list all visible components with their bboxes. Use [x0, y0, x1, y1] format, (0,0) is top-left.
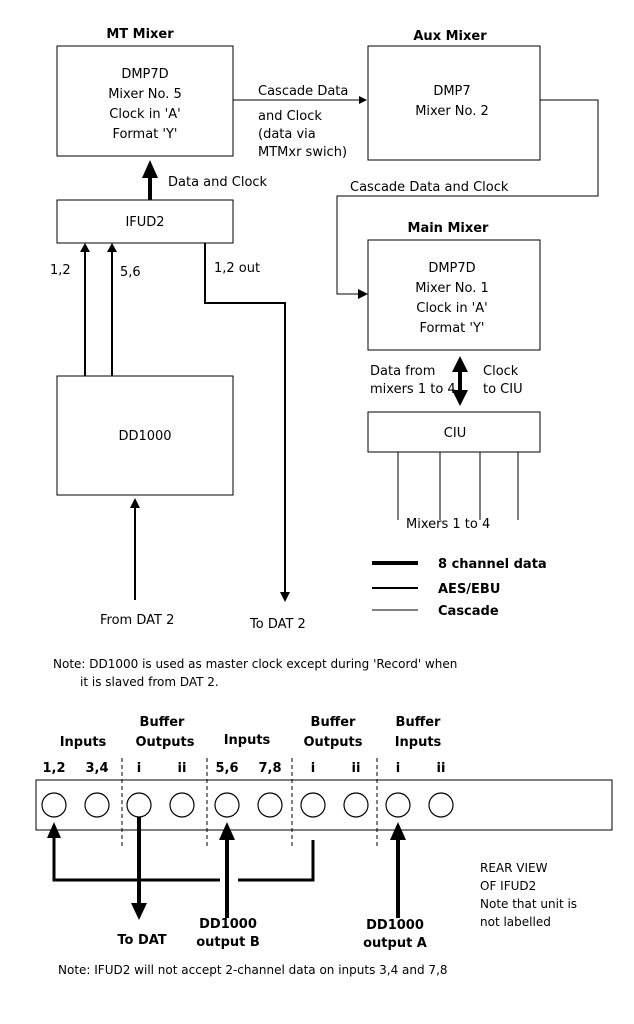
- jack-label: ii: [352, 761, 361, 776]
- data-clock-arrowhead: [142, 160, 158, 178]
- panel-group-header: Buffer: [140, 715, 186, 730]
- main-ciu-arrowhead-down: [452, 390, 468, 406]
- mt-mixer-line: Mixer No. 5: [108, 87, 182, 102]
- legend-label: AES/EBU: [438, 582, 500, 597]
- legend-label: 8 channel data: [438, 557, 547, 572]
- panel-wire: [238, 840, 315, 882]
- main-mixer-line: DMP7D: [428, 261, 475, 276]
- input-label: 1,2: [50, 263, 71, 278]
- clock-to-label: Clock: [483, 364, 519, 379]
- ifud2-out-arrowhead: [280, 592, 290, 602]
- ciu-label: CIU: [444, 426, 466, 441]
- mt-mixer-box: [56, 45, 234, 157]
- aux-mixer-title: Aux Mixer: [413, 29, 487, 44]
- rear-view-note: Note that unit is: [480, 897, 577, 911]
- dd1000-a-arrowhead: [390, 822, 406, 840]
- cascade-aux-main-label: Cascade Data and Clock: [350, 180, 509, 195]
- dd1000-b-arrowhead: [219, 822, 235, 840]
- mt-mixer-line: Clock in 'A': [109, 107, 180, 122]
- cascade-mt-aux-label: Cascade Data: [258, 84, 348, 99]
- jack-input-3-4: [84, 792, 110, 818]
- dd1000-b-label: DD1000: [199, 917, 257, 932]
- rear-view-note: OF IFUD2: [480, 879, 536, 893]
- jack-input-7-8: [257, 792, 283, 818]
- main-mixer-line: Format 'Y': [419, 321, 484, 336]
- rear-view-note: REAR VIEW: [480, 861, 548, 875]
- panel-wire-arrowhead: [47, 822, 61, 838]
- panel-to-dat-label: To DAT: [117, 933, 166, 948]
- jack-buffer-out-ii: [343, 792, 369, 818]
- aux-mixer-line: Mixer No. 2: [415, 104, 489, 119]
- to-dat-label: To DAT 2: [249, 617, 306, 632]
- jack-label: 3,4: [85, 761, 108, 776]
- jack-label: 5,6: [215, 761, 238, 776]
- legend-label: Cascade: [438, 604, 499, 619]
- panel-group-header: Buffer: [396, 715, 442, 730]
- from-dat-label: From DAT 2: [100, 613, 174, 628]
- ifud2-label: IFUD2: [125, 215, 164, 230]
- aux-mixer-box: [367, 45, 541, 161]
- data-clock-label: Data and Clock: [168, 175, 268, 190]
- jack-label: ii: [178, 761, 187, 776]
- ifud2-box: [56, 199, 234, 244]
- data-from-label: mixers 1 to 4: [370, 382, 456, 397]
- cascade-mt-aux-label: MTMxr swich): [258, 145, 347, 160]
- dd1000-label: DD1000: [118, 429, 171, 444]
- data-from-label: Data from: [370, 364, 435, 379]
- mt-mixer-title: MT Mixer: [106, 27, 174, 42]
- to-dat-arrowhead: [131, 903, 147, 920]
- main-mixer-box: [367, 239, 541, 351]
- clock-to-label: to CIU: [483, 382, 523, 397]
- dd1000-to-ifud2-arrowhead: [80, 243, 90, 252]
- dd1000-b-label: output B: [196, 935, 260, 950]
- note-2: Note: IFUD2 will not accept 2-channel da…: [58, 963, 448, 977]
- mt-mixer-line: Format 'Y': [112, 127, 177, 142]
- ciu-box: [367, 411, 541, 453]
- cascade-aux-main-line: [336, 99, 599, 295]
- mixers-label: Mixers 1 to 4: [406, 517, 490, 532]
- main-mixer-title: Main Mixer: [408, 221, 490, 236]
- panel-group-header: Inputs: [395, 735, 442, 750]
- output-label: 1,2 out: [214, 261, 260, 276]
- jack-buffer-in-ii: [428, 792, 454, 818]
- panel-wire: [52, 826, 220, 882]
- note-1: it is slaved from DAT 2.: [80, 675, 219, 689]
- jack-input-5-6: [214, 792, 240, 818]
- dd1000-a-label: output A: [363, 936, 427, 951]
- note-1: Note: DD1000 is used as master clock exc…: [53, 657, 457, 671]
- jack-buffer-out-i: [126, 792, 152, 818]
- panel-group-header: Outputs: [135, 735, 194, 750]
- main-mixer-line: Clock in 'A': [416, 301, 487, 316]
- jack-label: 7,8: [258, 761, 281, 776]
- jack-label: 1,2: [42, 761, 65, 776]
- from-dat-arrowhead: [130, 498, 140, 508]
- cascade-mt-aux-label: and Clock: [258, 109, 322, 124]
- cascade-mt-aux-label: (data via: [258, 127, 316, 142]
- rear-view-note: not labelled: [480, 915, 551, 929]
- jack-label: i: [137, 761, 141, 776]
- main-ciu-arrowhead-up: [452, 356, 468, 372]
- dd1000-to-ifud2-arrowhead: [107, 243, 117, 252]
- cascade-aux-main-arrowhead: [358, 289, 368, 299]
- dd1000-a-label: DD1000: [366, 918, 424, 933]
- jack-label: ii: [437, 761, 446, 776]
- jack-buffer-in-i: [385, 792, 411, 818]
- jack-label: i: [396, 761, 400, 776]
- jack-input-1-2: [41, 792, 67, 818]
- panel-group-header: Inputs: [224, 733, 271, 748]
- aux-mixer-line: DMP7: [433, 84, 470, 99]
- ifud2-out-line: [204, 243, 286, 595]
- mt-mixer-line: DMP7D: [121, 67, 168, 82]
- input-label: 5,6: [120, 265, 141, 280]
- jack-buffer-out-i: [300, 792, 326, 818]
- panel-group-header: Outputs: [303, 735, 362, 750]
- dd1000-box: [56, 375, 234, 496]
- jack-label: i: [311, 761, 315, 776]
- panel-group-header: Buffer: [311, 715, 357, 730]
- main-mixer-line: Mixer No. 1: [415, 281, 489, 296]
- jack-buffer-out-ii: [169, 792, 195, 818]
- panel-group-header: Inputs: [60, 735, 107, 750]
